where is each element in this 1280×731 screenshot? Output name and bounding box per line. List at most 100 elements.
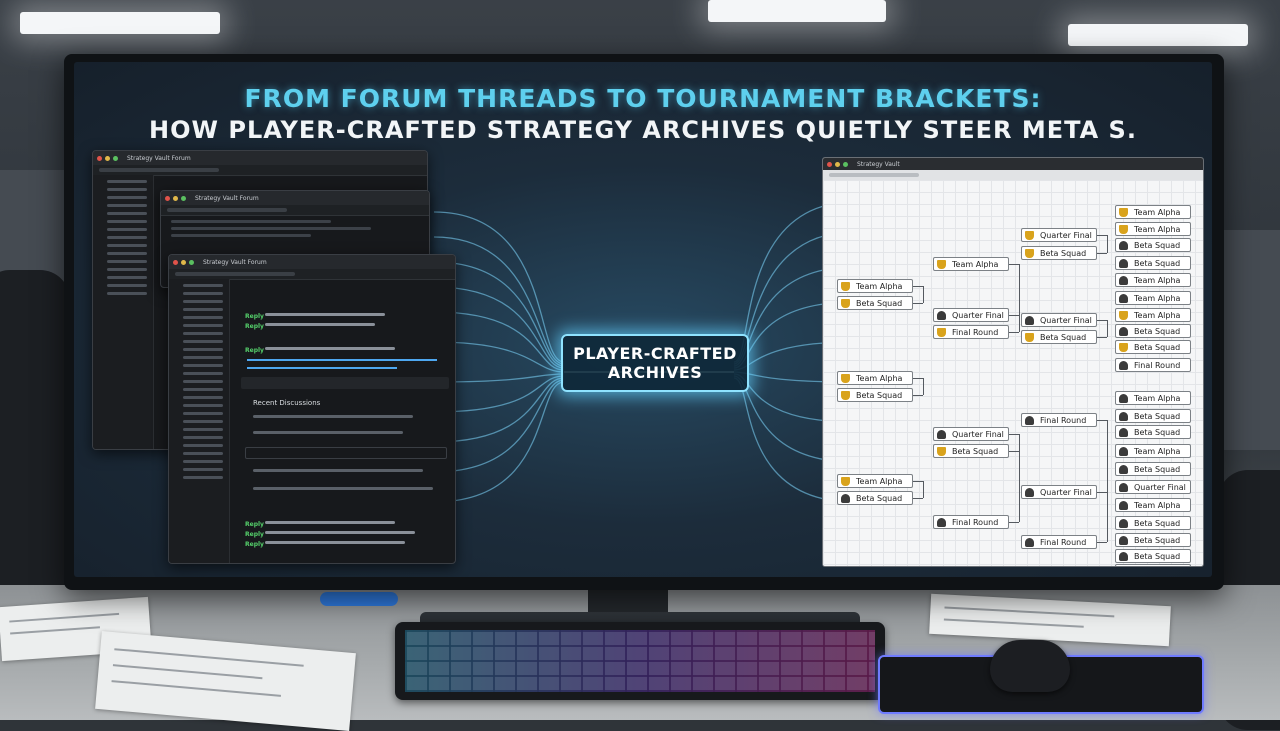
reply-label[interactable]: Reply xyxy=(245,323,264,330)
recent-discussions-label: Recent Discussions xyxy=(253,399,321,407)
bracket-team-slot[interactable]: Beta Squad xyxy=(1115,533,1191,547)
bracket-team-slot[interactable]: Quarter Final xyxy=(933,308,1009,322)
team-name: Team Alpha xyxy=(1134,501,1181,510)
team-name: Beta Squad xyxy=(1040,333,1087,342)
bracket-team-slot[interactable]: Team Alpha xyxy=(1115,273,1191,287)
person-icon xyxy=(1119,552,1128,561)
person-icon xyxy=(1025,538,1034,547)
office-chair xyxy=(0,270,70,600)
team-name: Beta Squad xyxy=(1134,343,1181,352)
reply-input[interactable] xyxy=(245,447,447,459)
bracket-connector xyxy=(923,378,924,395)
person-icon xyxy=(1119,447,1128,456)
bracket-team-slot[interactable]: Final Round xyxy=(1021,535,1097,549)
bracket-team-slot[interactable]: Final Round xyxy=(933,515,1009,529)
bracket-team-slot[interactable]: Beta Squad xyxy=(933,444,1009,458)
trophy-icon xyxy=(937,447,946,456)
forum-tab-title[interactable]: Strategy Vault Forum xyxy=(195,194,259,202)
reply-label[interactable]: Reply xyxy=(245,531,264,538)
person-icon xyxy=(937,430,946,439)
ceiling-light xyxy=(20,12,220,34)
trophy-icon xyxy=(937,260,946,269)
reply-label[interactable]: Reply xyxy=(245,521,264,528)
person-icon xyxy=(937,311,946,320)
bracket-team-slot[interactable]: Beta Squad xyxy=(1021,330,1097,344)
team-name: Beta Squad xyxy=(1134,552,1181,561)
bracket-team-slot[interactable]: Team Alpha xyxy=(1115,222,1191,236)
bracket-team-slot[interactable]: Final Round xyxy=(1115,358,1191,372)
bracket-team-slot[interactable]: Team Alpha xyxy=(837,371,913,385)
headline-line-2: HOW PLAYER-CRAFTED STRATEGY ARCHIVES QUI… xyxy=(149,116,1137,144)
rgb-keyboard xyxy=(395,622,885,700)
person-icon xyxy=(1119,294,1128,303)
bracket-team-slot[interactable]: Beta Squad xyxy=(1115,256,1191,270)
bracket-team-slot[interactable]: Beta Squad xyxy=(837,296,913,310)
forum-window-front[interactable]: Strategy Vault Forum Reply Reply Reply R… xyxy=(168,254,456,564)
team-name: Team Alpha xyxy=(1134,447,1181,456)
bracket-team-slot[interactable]: Beta Squad xyxy=(1115,462,1191,476)
team-name: Team Alpha xyxy=(856,282,903,291)
bracket-team-slot[interactable]: Team Alpha xyxy=(933,257,1009,271)
bracket-team-slot[interactable]: Beta Squad xyxy=(1115,324,1191,338)
reply-label[interactable]: Reply xyxy=(245,541,264,548)
trophy-icon xyxy=(841,391,850,400)
team-name: Quarter Final xyxy=(1040,316,1092,325)
hub-label-line-2: ARCHIVES xyxy=(607,363,703,382)
bracket-team-slot[interactable]: Quarter Final xyxy=(1021,313,1097,327)
team-name: Final Round xyxy=(952,328,999,337)
bracket-team-slot[interactable]: Beta Squad xyxy=(1115,409,1191,423)
bracket-team-slot[interactable]: Beta Squad xyxy=(1021,246,1097,260)
team-name: Beta Squad xyxy=(1134,465,1181,474)
bracket-team-slot[interactable]: Beta Squad xyxy=(837,388,913,402)
bracket-connector xyxy=(1019,434,1020,522)
forum-tab-title[interactable]: Strategy Vault Forum xyxy=(127,154,191,162)
team-name: Final Round xyxy=(1040,538,1087,547)
bracket-team-slot[interactable]: Team Alpha xyxy=(1115,291,1191,305)
bracket-team-slot[interactable]: Beta Squad xyxy=(1115,238,1191,252)
bracket-team-slot[interactable]: Team Alpha xyxy=(1115,205,1191,219)
thread-link[interactable] xyxy=(247,359,437,361)
bracket-connector xyxy=(1019,264,1020,332)
bracket-tab-title[interactable]: Strategy Vault xyxy=(857,160,900,168)
bracket-team-slot[interactable]: Team Alpha xyxy=(1115,498,1191,512)
bracket-team-slot[interactable]: Quarter Final xyxy=(1021,485,1097,499)
bracket-team-slot[interactable]: Quarter Final xyxy=(933,427,1009,441)
bracket-connector xyxy=(1097,235,1107,236)
thread-link[interactable] xyxy=(247,367,397,369)
bracket-connector xyxy=(1097,337,1107,338)
bracket-team-slot[interactable]: Beta Squad xyxy=(1115,425,1191,439)
person-icon xyxy=(1025,488,1034,497)
bracket-team-slot[interactable]: Beta Squad xyxy=(1115,516,1191,530)
bracket-team-slot[interactable]: Beta Squad xyxy=(837,491,913,505)
bracket-team-slot[interactable]: Quarter Final xyxy=(1021,228,1097,242)
trophy-icon xyxy=(841,374,850,383)
desk-puck xyxy=(320,592,398,606)
bracket-team-slot[interactable]: Team Alpha xyxy=(837,474,913,488)
trophy-icon xyxy=(1119,311,1128,320)
bracket-connector xyxy=(1107,235,1108,253)
bracket-team-slot[interactable]: Beta Squad xyxy=(1115,549,1191,563)
team-name: Beta Squad xyxy=(1134,428,1181,437)
team-name: Team Alpha xyxy=(1134,208,1181,217)
trophy-icon xyxy=(937,328,946,337)
bracket-team-slot[interactable]: Final Round xyxy=(1115,564,1191,566)
bracket-team-slot[interactable]: Team Alpha xyxy=(837,279,913,293)
bracket-connector xyxy=(1009,451,1019,452)
bracket-team-slot[interactable]: Beta Squad xyxy=(1115,340,1191,354)
ceiling-light xyxy=(1068,24,1248,46)
bracket-team-slot[interactable]: Team Alpha xyxy=(1115,308,1191,322)
team-name: Team Alpha xyxy=(1134,294,1181,303)
archives-hub: PLAYER-CRAFTED ARCHIVES xyxy=(561,334,749,392)
bracket-team-slot[interactable]: Team Alpha xyxy=(1115,444,1191,458)
team-name: Team Alpha xyxy=(1134,311,1181,320)
bracket-team-slot[interactable]: Final Round xyxy=(1021,413,1097,427)
bracket-team-slot[interactable]: Final Round xyxy=(933,325,1009,339)
reply-label[interactable]: Reply xyxy=(245,313,264,320)
bracket-team-slot[interactable]: Quarter Final xyxy=(1115,480,1191,494)
person-icon xyxy=(1119,501,1128,510)
forum-tab-title[interactable]: Strategy Vault Forum xyxy=(203,258,267,266)
reply-label[interactable]: Reply xyxy=(245,347,264,354)
bracket-team-slot[interactable]: Team Alpha xyxy=(1115,391,1191,405)
headline-line-1: FROM FORUM THREADS TO TOURNAMENT BRACKET… xyxy=(244,84,1042,113)
